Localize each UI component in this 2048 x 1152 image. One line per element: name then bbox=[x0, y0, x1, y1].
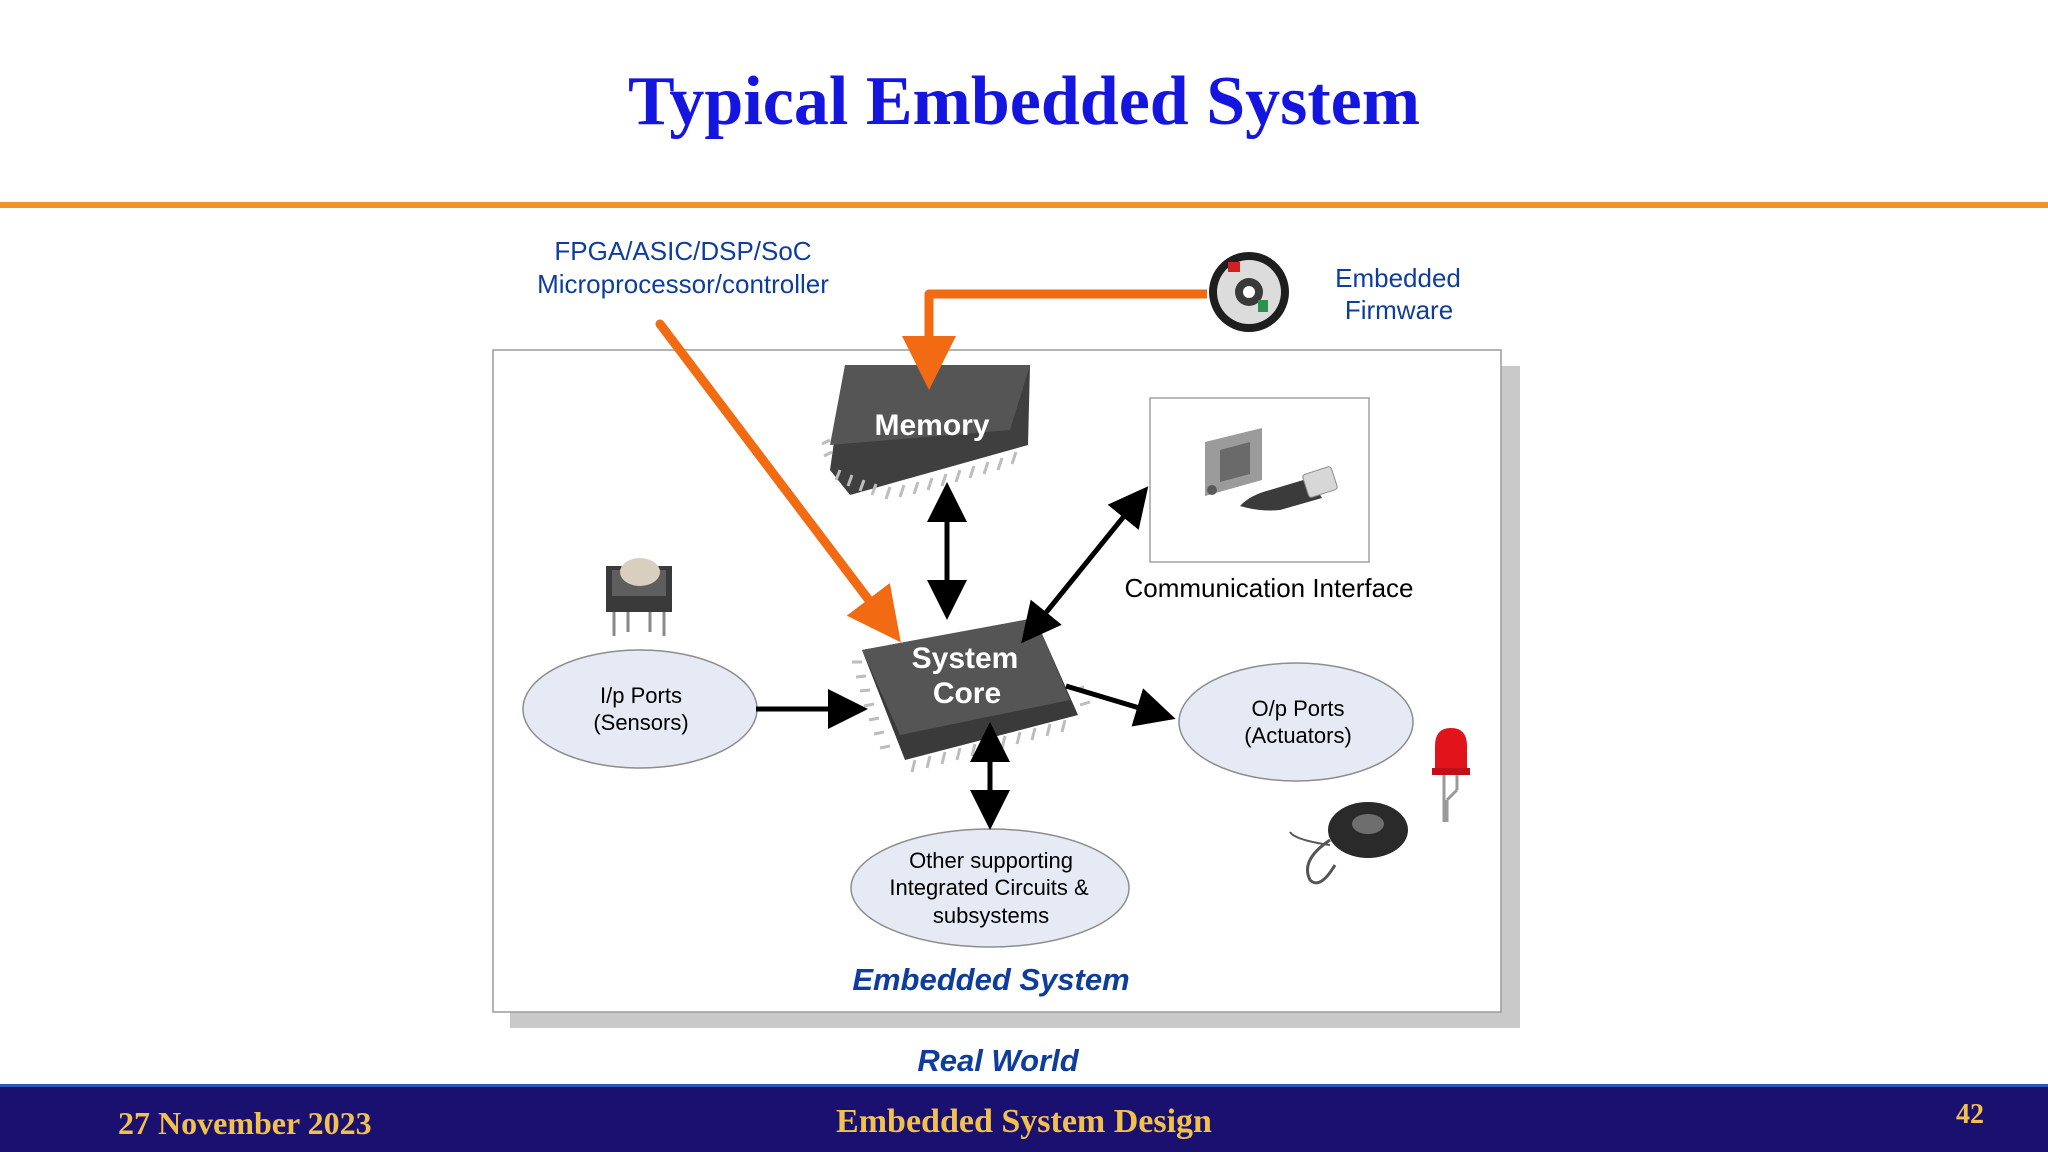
red-led-icon bbox=[1432, 728, 1470, 822]
processor-label-line1: FPGA/ASIC/DSP/SoC bbox=[554, 236, 811, 266]
core-label-line2: Core bbox=[933, 677, 1001, 710]
comm-interface-label: Communication Interface bbox=[1124, 573, 1413, 603]
slide-title: Typical Embedded System bbox=[627, 63, 1421, 140]
real-world-caption: Real World bbox=[917, 1043, 1079, 1078]
core-comm-arrow bbox=[1021, 486, 1149, 644]
input-ports-label-line2: (Sensors) bbox=[593, 710, 688, 735]
footer-bar: 27 November 2023 Embedded System Design … bbox=[0, 1084, 2048, 1152]
output-ports-label-line2: (Actuators) bbox=[1244, 723, 1352, 748]
title-divider bbox=[0, 202, 2048, 208]
output-ports-label-line1: O/p Ports bbox=[1252, 696, 1345, 721]
core-label-line1: System bbox=[912, 642, 1019, 675]
input-ports-label-line1: I/p Ports bbox=[600, 683, 682, 708]
supporting-ics-label-line2: Integrated Circuits & bbox=[889, 875, 1089, 900]
supporting-ics-label-line1: Other supporting bbox=[909, 848, 1073, 873]
usb-plug-icon bbox=[1240, 466, 1338, 511]
push-button-icon bbox=[606, 558, 672, 636]
serial-connector-icon bbox=[1205, 428, 1262, 496]
memory-chip bbox=[821, 365, 1030, 500]
input-ports-node bbox=[522, 649, 758, 769]
footer-date: 27 November 2023 bbox=[118, 1105, 372, 1141]
output-ports-node bbox=[1178, 662, 1414, 782]
core-output-arrow bbox=[1065, 683, 1176, 727]
firmware-label-line1: Embedded bbox=[1335, 263, 1461, 293]
memory-label: Memory bbox=[874, 409, 989, 442]
firmware-to-memory-arrow bbox=[902, 289, 1207, 390]
processor-pointer-arrow bbox=[655, 319, 901, 643]
firmware-label-line2: Firmware bbox=[1345, 295, 1453, 325]
page-number: 42 bbox=[1956, 1099, 1984, 1130]
system-core-chip bbox=[852, 618, 1091, 773]
firmware-disc-icon bbox=[1209, 252, 1289, 332]
footer-course-title: Embedded System Design bbox=[836, 1103, 1212, 1140]
embedded-system-caption: Embedded System bbox=[852, 962, 1129, 997]
buzzer-icon bbox=[1289, 802, 1408, 885]
processor-label-line2: Microprocessor/controller bbox=[537, 269, 829, 299]
supporting-ics-label-line3: subsystems bbox=[933, 903, 1049, 928]
